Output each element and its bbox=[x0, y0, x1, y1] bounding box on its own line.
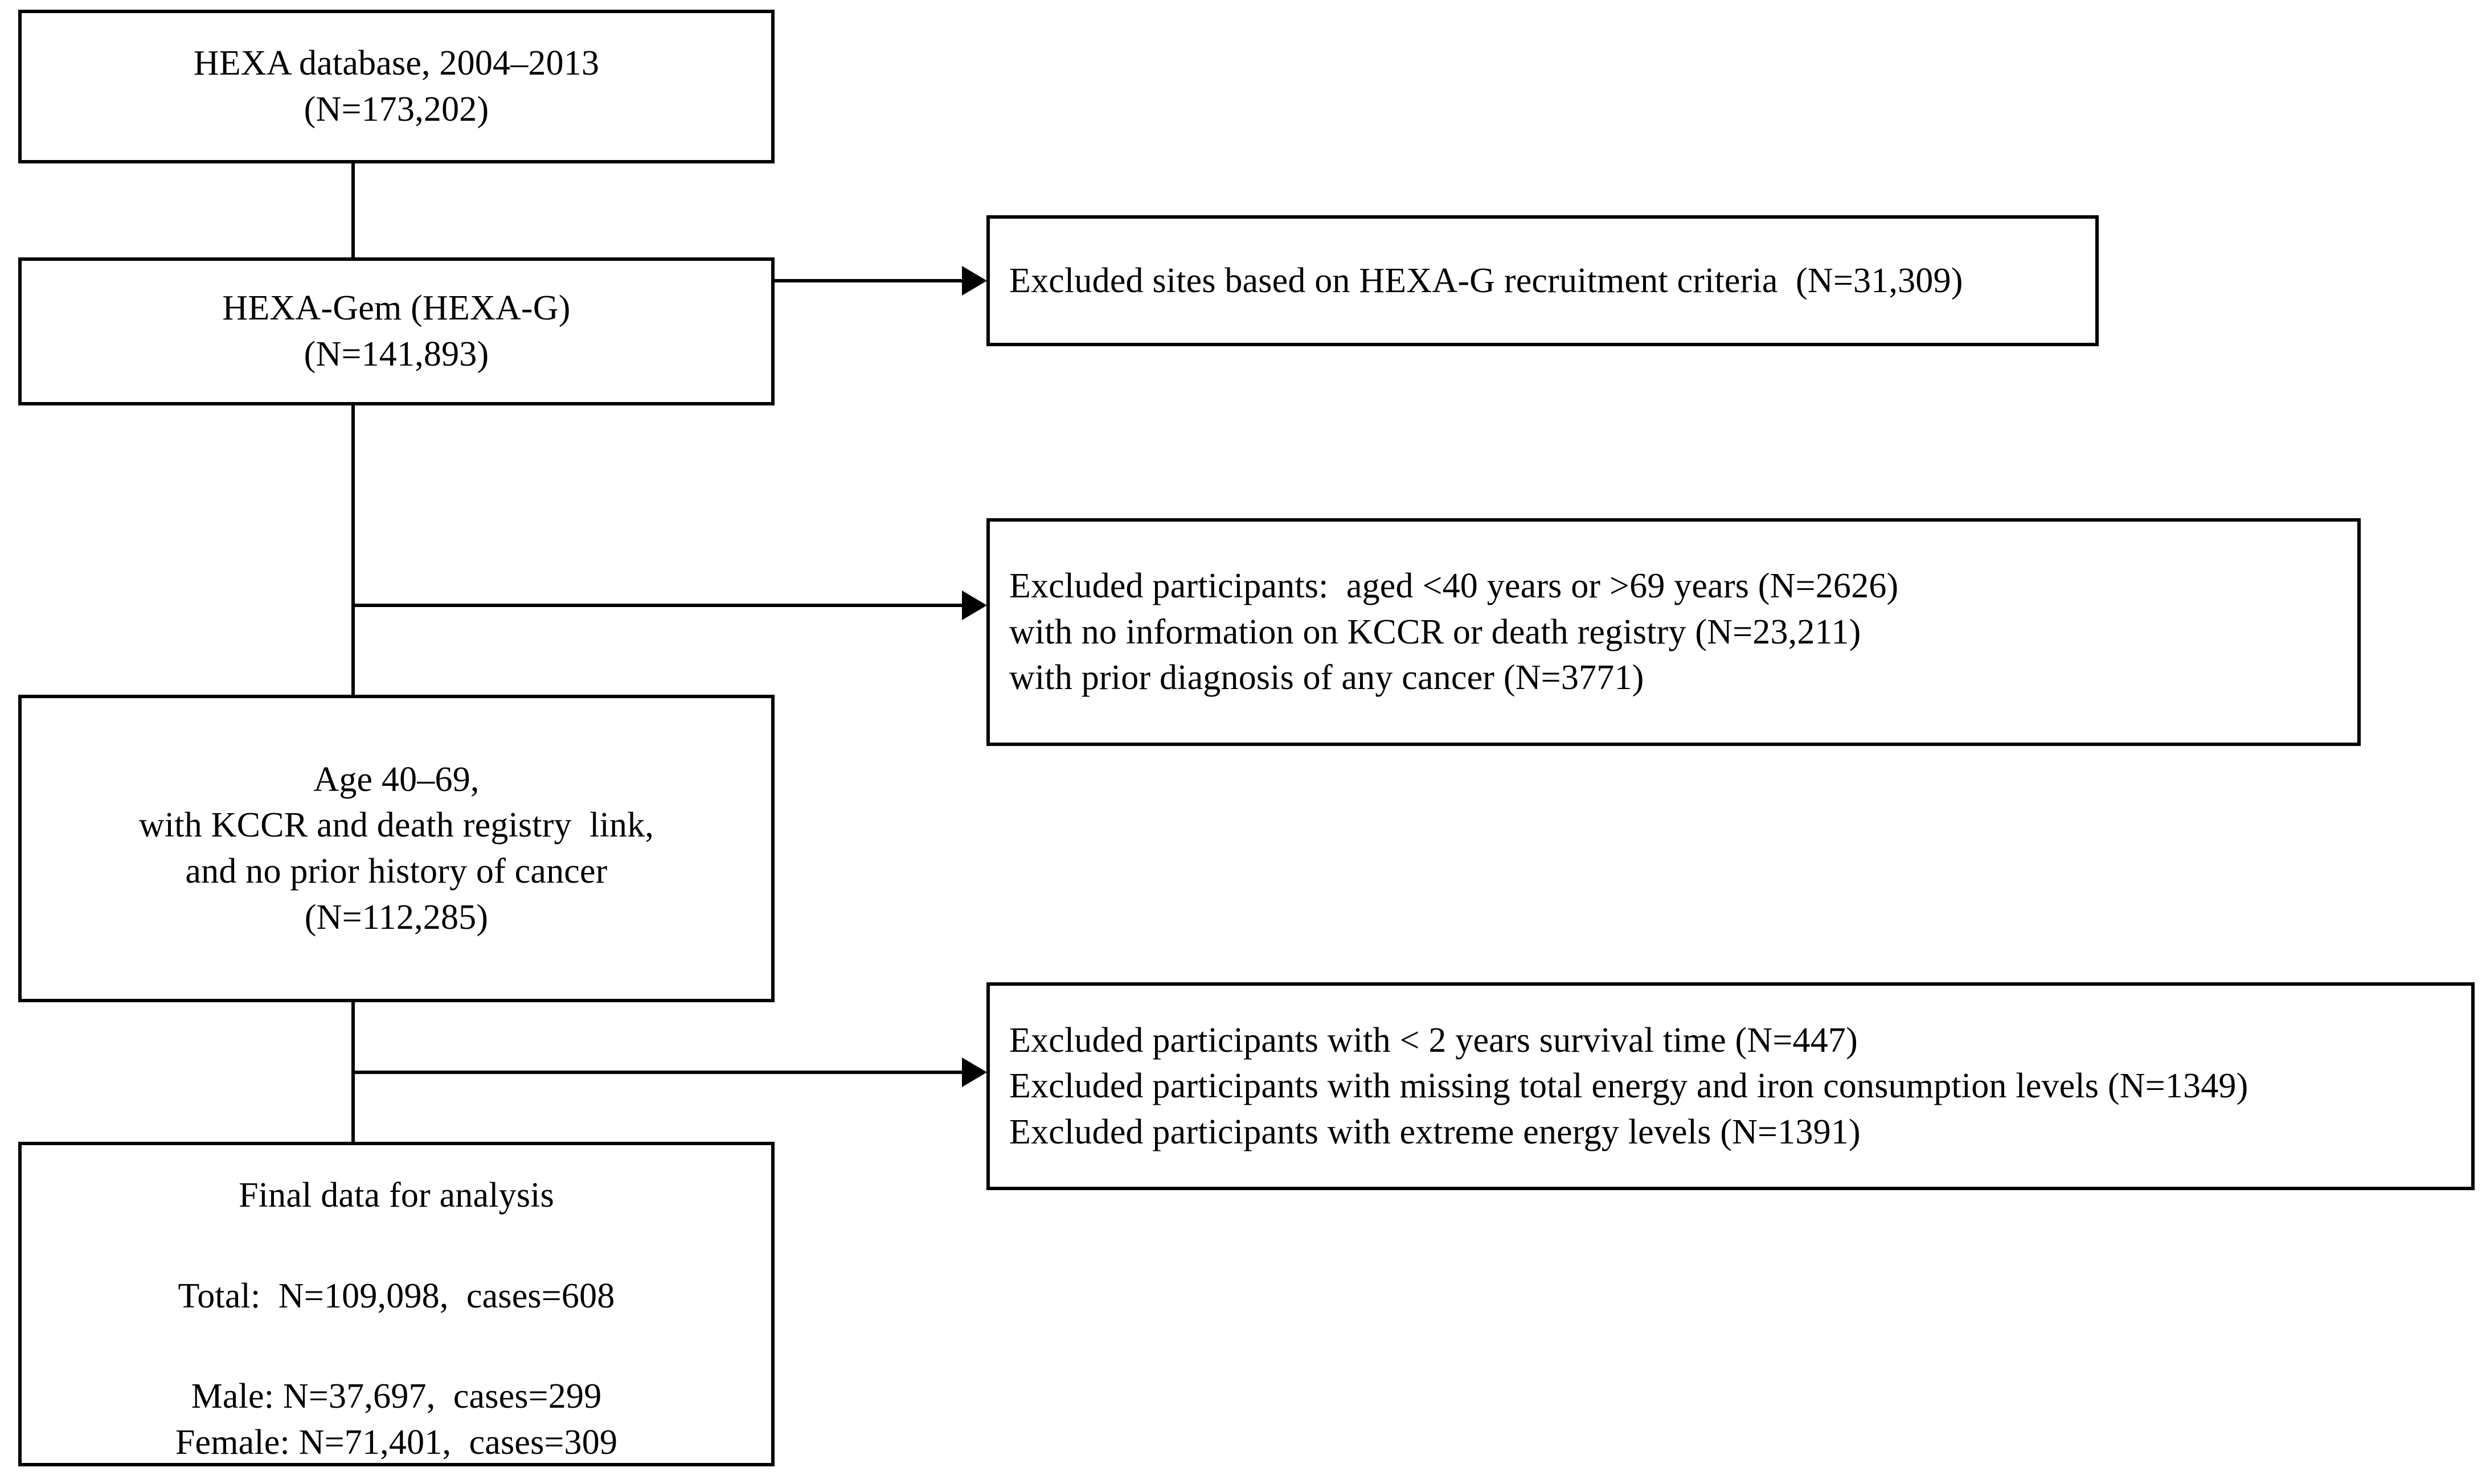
node-hexa-gem-cohort: HEXA-Gem (HEXA-G) (N=141,893) bbox=[18, 257, 775, 405]
node-final-analysis-title: Final data for analysis bbox=[239, 1176, 554, 1215]
node-exclusion-sites: Excluded sites based on HEXA-G recruitme… bbox=[986, 215, 2099, 346]
exclusion-data-line-2: Excluded participants with missing total… bbox=[1009, 1067, 2249, 1106]
node-hexa-gem-line-2: (N=141,893) bbox=[304, 335, 489, 374]
exclusion-data-line-1: Excluded participants with < 2 years sur… bbox=[1009, 1020, 1858, 1060]
exclusion-eligibility-line-3: with prior diagnosis of any cancer (N=37… bbox=[1009, 658, 1644, 698]
node-eligible-cohort-line-3: and no prior history of cancer bbox=[185, 852, 608, 891]
exclusion-eligibility-line-2: with no information on KCCR or death reg… bbox=[1009, 612, 1861, 651]
connector-vertical-2 bbox=[351, 405, 355, 695]
node-eligible-cohort-line-1: Age 40–69, bbox=[313, 760, 480, 799]
node-eligible-cohort: Age 40–69, with KCCR and death registry … bbox=[18, 695, 775, 1002]
node-final-analysis: Final data for analysis Total: N=109,098… bbox=[18, 1142, 775, 1466]
node-eligible-cohort-line-4: (N=112,285) bbox=[304, 897, 489, 937]
node-final-analysis-total: Total: N=109,098, cases=608 bbox=[178, 1276, 615, 1315]
connector-vertical-1 bbox=[351, 163, 355, 259]
exclusion-data-line-3: Excluded participants with extreme energ… bbox=[1009, 1112, 1861, 1151]
node-source-database-line-1: HEXA database, 2004–2013 bbox=[193, 44, 600, 83]
node-final-analysis-female: Female: N=71,401, cases=309 bbox=[175, 1422, 618, 1462]
exclusion-sites-line-1: Excluded sites based on HEXA-G recruitme… bbox=[1009, 261, 1963, 300]
exclusion-eligibility-line-1: Excluded participants: aged <40 years or… bbox=[1009, 567, 1899, 606]
node-hexa-gem-line-1: HEXA-Gem (HEXA-G) bbox=[222, 289, 571, 328]
arrowhead-1 bbox=[962, 266, 987, 296]
node-source-database: HEXA database, 2004–2013 (N=173,202) bbox=[18, 10, 775, 163]
node-eligible-cohort-line-2: with KCCR and death registry link, bbox=[138, 806, 654, 845]
node-final-analysis-male: Male: N=37,697, cases=299 bbox=[191, 1377, 602, 1416]
node-source-database-line-2: (N=173,202) bbox=[304, 90, 489, 129]
arrowhead-2 bbox=[962, 591, 987, 620]
arrowhead-3 bbox=[962, 1057, 987, 1087]
connector-horizontal-2 bbox=[351, 604, 962, 607]
node-exclusion-participants-data: Excluded participants with < 2 years sur… bbox=[986, 982, 2475, 1190]
node-exclusion-participants-eligibility: Excluded participants: aged <40 years or… bbox=[986, 518, 2361, 746]
connector-horizontal-3 bbox=[351, 1071, 962, 1074]
